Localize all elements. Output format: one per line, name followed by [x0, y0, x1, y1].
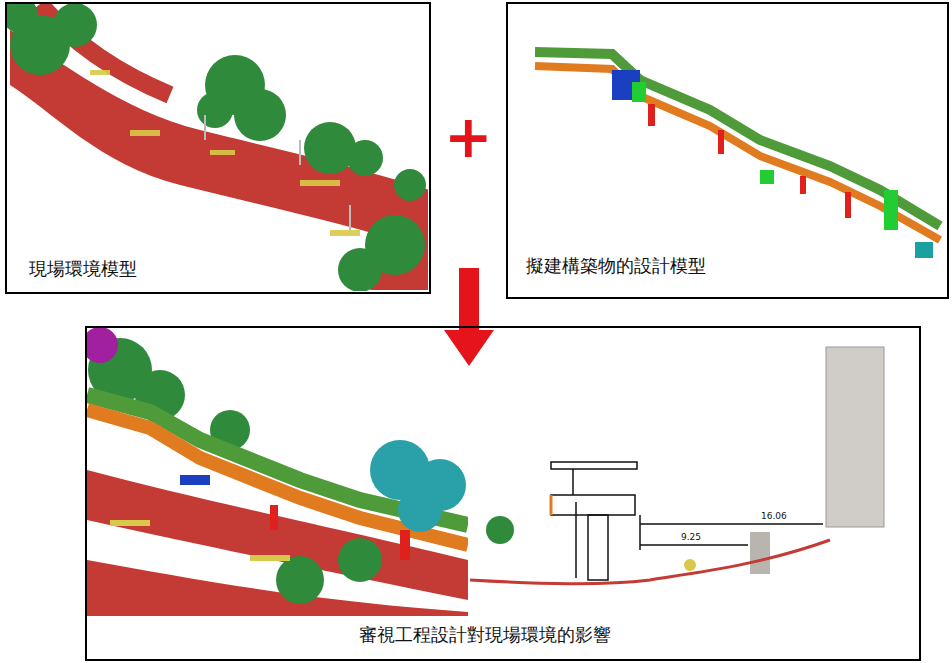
dimension-label: 9.25	[680, 533, 702, 542]
panel-caption: 現場環境模型	[27, 258, 139, 280]
panel-caption: 擬建構築物的設計模型	[524, 255, 708, 277]
combined-model	[87, 328, 468, 616]
plus-sign: +	[444, 108, 493, 166]
image-panel: 擬建構築物的設計模型	[506, 2, 949, 299]
image-panel: 審視工程設計對現場環境的影響	[85, 326, 921, 661]
cross-section	[551, 462, 823, 580]
panel-caption: 審視工程設計對現場環境的影響	[357, 624, 613, 646]
site-point-cloud	[7, 4, 428, 291]
flow-arrow	[444, 268, 494, 366]
image-panel: 現場環境模型	[5, 2, 431, 294]
dimension-label: 16.06	[760, 512, 788, 521]
design-model	[535, 52, 940, 258]
